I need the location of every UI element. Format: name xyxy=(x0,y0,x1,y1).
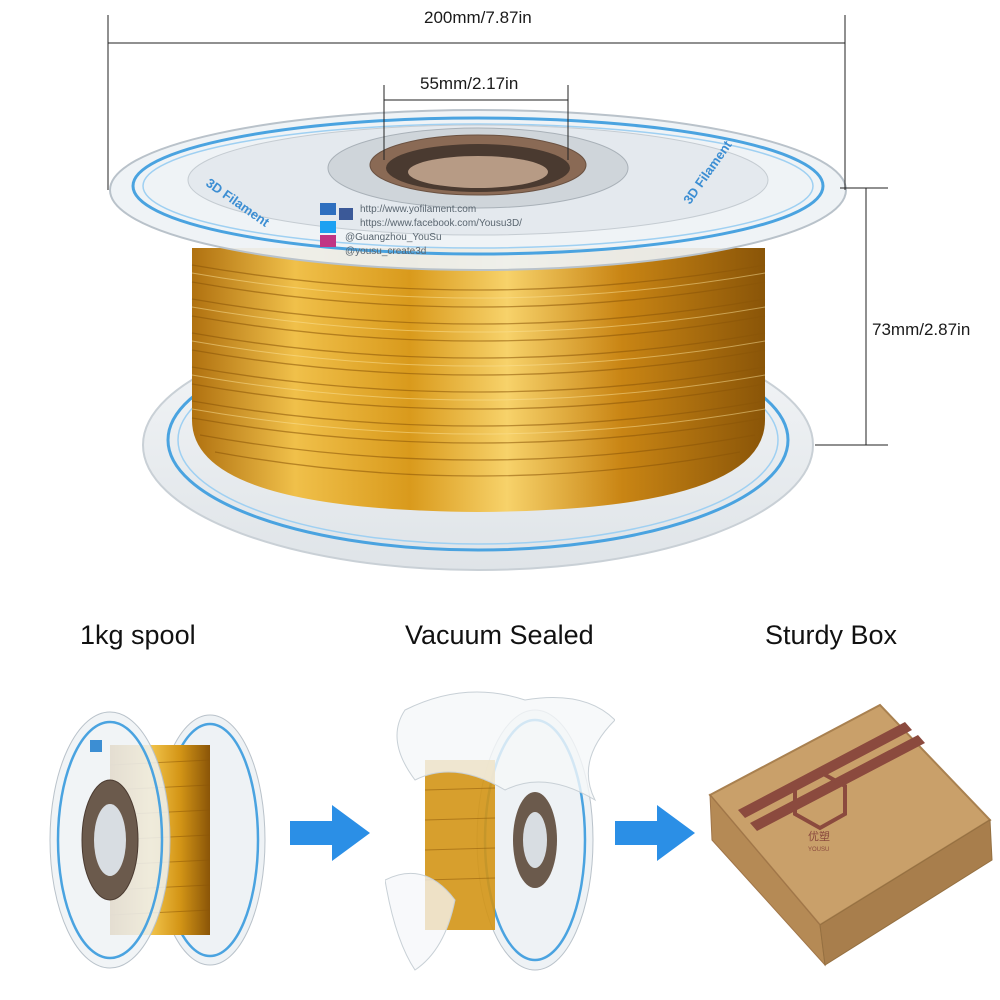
logo-icon xyxy=(90,740,102,752)
label-twitter: @Guangzhou_YouSu xyxy=(345,232,442,243)
right-arrow-icon xyxy=(615,805,695,861)
brand-logo-icon xyxy=(793,769,847,831)
diameter-label: 200mm/7.87in xyxy=(424,8,532,27)
width-label: 73mm/2.87in xyxy=(872,320,971,339)
caption-spool: 1kg spool xyxy=(80,620,196,650)
label-instagram: @yousu_create3d xyxy=(345,246,426,257)
label-website: http://www.yofilament.com xyxy=(360,204,476,215)
caption-vacuum: Vacuum Sealed xyxy=(405,620,594,650)
dimension-lines xyxy=(107,15,888,446)
small-spool-image xyxy=(49,711,266,969)
box-logo-chinese: 优塑 xyxy=(808,829,830,843)
caption-box: Sturdy Box xyxy=(765,620,898,650)
filament-coil xyxy=(191,248,766,512)
box-logo-english: YOUSU xyxy=(808,847,829,853)
instagram-icon xyxy=(320,235,336,247)
hub-label: 55mm/2.17in xyxy=(420,74,519,93)
label-facebook: https://www.facebook.com/Yousu3D/ xyxy=(360,218,522,229)
right-arrow-icon xyxy=(290,805,370,861)
twitter-icon xyxy=(320,221,336,233)
main-spool-diagram: http://www.yofilament.com https://www.fa… xyxy=(107,15,888,571)
facebook-icon xyxy=(339,208,353,220)
web-icon xyxy=(320,203,336,215)
cardboard-box-image: 优塑 YOUSU xyxy=(708,703,993,967)
vacuum-sealed-spool-image xyxy=(385,691,615,971)
